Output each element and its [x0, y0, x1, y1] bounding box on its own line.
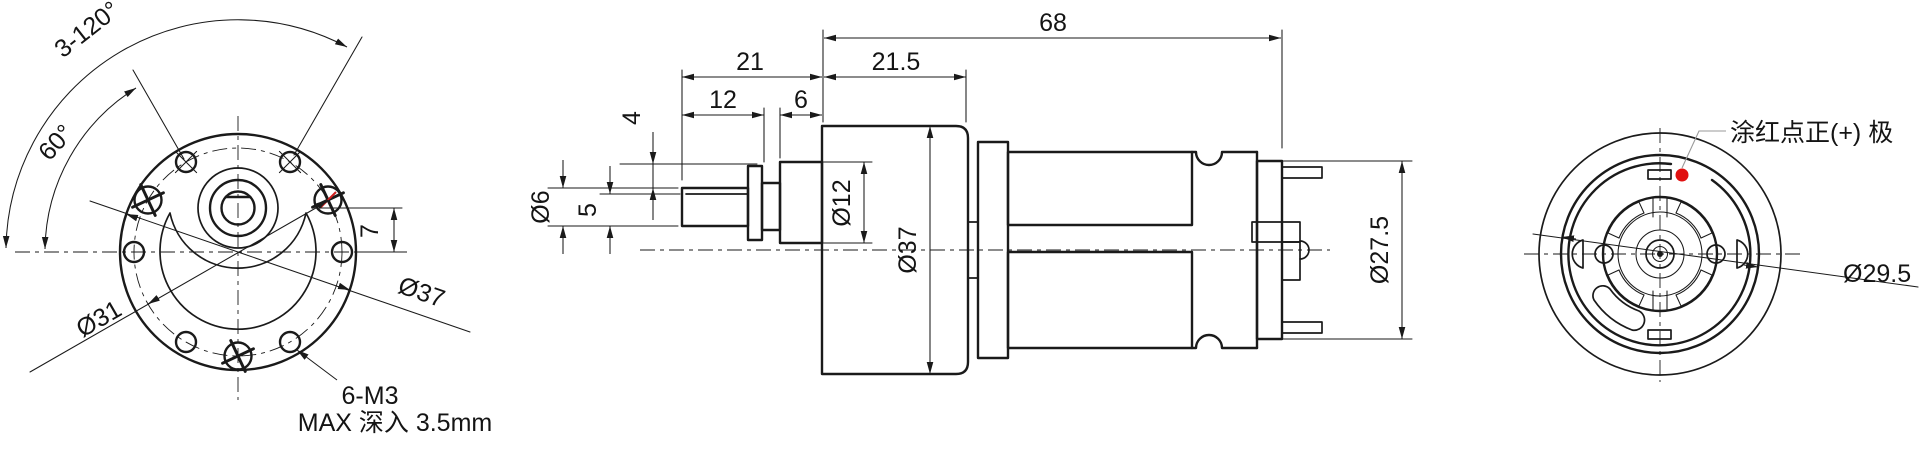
bushing-body	[1281, 241, 1301, 281]
dim-bolt-circle-line	[29, 196, 336, 373]
bolt-circle	[133, 147, 343, 357]
endcap-inner-circle	[1617, 211, 1703, 297]
shaft-collar	[760, 181, 782, 232]
endcap-hole-left	[1594, 244, 1614, 264]
dim-boss-dia: Ø12	[828, 179, 856, 226]
dim-front-length: 21	[736, 48, 764, 76]
bolt-circle-arrow	[316, 199, 329, 210]
can-tail-bottom	[1190, 333, 1259, 350]
terminal-slot-top	[1647, 169, 1672, 180]
dim-bolt-circle-dia: Ø31	[72, 295, 127, 343]
thread-leader	[296, 349, 338, 381]
shaft-washer	[746, 164, 764, 242]
endcap-spokes	[1652, 196, 1668, 312]
dim-motor-dia-line	[1532, 233, 1919, 288]
dim-shaft-length: 12	[709, 86, 737, 114]
flange-dia-arrow	[337, 282, 351, 291]
side-view: Ø37 Ø12 Ø27.5 68 21 21.5 12 6 4	[527, 9, 1413, 376]
flange-dia-arrow	[125, 213, 139, 222]
ext-line-60deg	[293, 36, 363, 156]
motor-can-upper	[1006, 150, 1194, 227]
vent-slot	[1592, 284, 1646, 332]
endcap-hole-right	[1706, 244, 1726, 264]
dim-angle-spacing: 60°	[33, 119, 79, 166]
ext-line-120deg	[132, 69, 185, 160]
d-notch-right	[1736, 239, 1749, 269]
m3-hole	[278, 330, 302, 354]
motor-dia-arrow	[1743, 262, 1759, 269]
terminal-bottom	[1281, 321, 1323, 334]
gearbox-body	[820, 124, 970, 376]
shaft-end-mid	[1645, 239, 1675, 269]
crimp-ring-arc	[1567, 162, 1752, 347]
bushing-bump	[1299, 240, 1310, 260]
motor-front-flange	[976, 140, 1010, 360]
red-polarity-dot	[1675, 168, 1689, 182]
dim-arc-60	[41, 87, 137, 250]
polarity-note: 涂红点正(+) 极	[1730, 119, 1893, 147]
terminal-slot-bottom	[1647, 329, 1672, 340]
terminal-top	[1281, 166, 1323, 179]
m3-hole	[174, 330, 198, 354]
polarity-leader	[1681, 130, 1726, 169]
dim-total-length: 68	[1039, 9, 1067, 37]
bushing-band	[1251, 221, 1301, 243]
dim-endcap-dia: Ø27.5	[1366, 216, 1394, 284]
depth-note: MAX 深入 3.5mm	[298, 409, 492, 437]
bearing-boss	[778, 160, 824, 245]
rear-outer-circle	[1538, 132, 1782, 376]
shaft-end-dot	[1657, 251, 1663, 257]
crescent-feature	[159, 212, 317, 330]
bolt-circle-arrow	[147, 294, 160, 305]
dim-flange-line	[89, 200, 471, 333]
motor-can-lower	[1006, 250, 1194, 350]
rear-view: 涂红点正(+) 极 Ø29.5	[1524, 119, 1919, 382]
dim-boss-length: 6	[794, 86, 808, 114]
can-tail-top	[1190, 150, 1259, 167]
endcap-boss-circle	[1601, 195, 1719, 313]
dim-gearbox-length: 21.5	[872, 48, 921, 76]
d-notch-left	[1571, 239, 1584, 269]
shaft-end-inner	[1651, 245, 1669, 263]
shaft-end-outer	[1635, 229, 1685, 279]
dim-angle-pattern: 3-120°	[49, 0, 125, 63]
motor-can-circle	[1559, 153, 1761, 355]
front-view: 3-120° 60° 7 Ø31 Ø37 6-M3 MAX 深入 3.5mm	[2, 0, 492, 437]
dim-arc-120	[2, 19, 348, 249]
dim-body-dia: Ø37	[894, 226, 922, 273]
dim-shaft-flat: 5	[574, 203, 602, 217]
motor-dia-arrow	[1561, 235, 1577, 242]
dim-shaft-offset: 7	[356, 224, 384, 238]
dim-flange-dia: Ø37	[395, 272, 449, 314]
dim-motor-dia: Ø29.5	[1843, 260, 1911, 288]
brush-windows	[1607, 201, 1713, 307]
dim-step-height: 4	[618, 111, 646, 125]
dim-shaft-dia: Ø6	[527, 190, 555, 223]
thread-note: 6-M3	[342, 382, 399, 410]
